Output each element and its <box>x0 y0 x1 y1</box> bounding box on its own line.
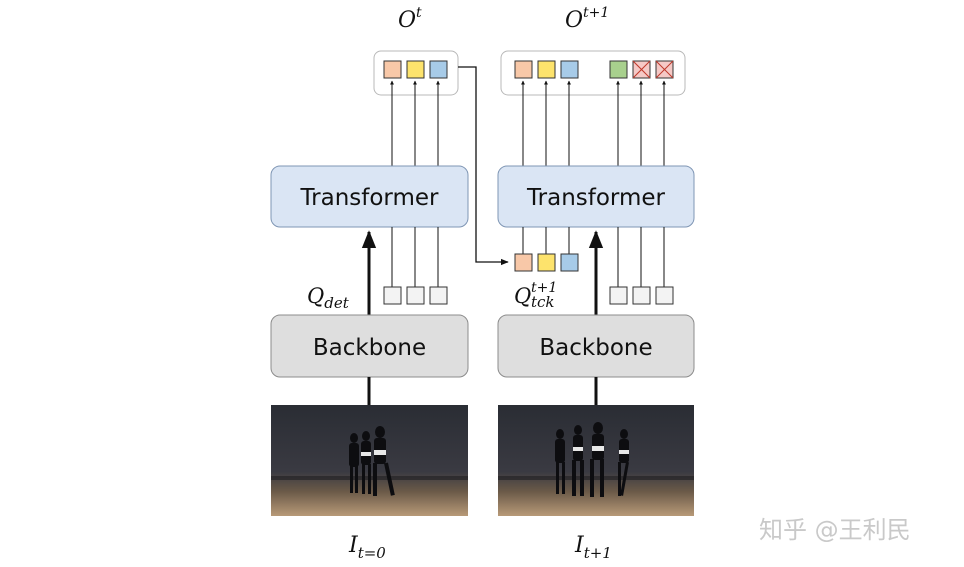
output-token-salmon <box>515 61 532 78</box>
detect-query-token <box>633 287 650 304</box>
backbone-label-t1: Backbone <box>539 335 652 361</box>
output-token-green <box>610 61 627 78</box>
output-label-t: Ot <box>398 5 422 33</box>
output-label-t1: Ot+1 <box>565 5 609 33</box>
image-label-t: It=0 <box>348 533 386 562</box>
track-query-connector <box>458 67 508 262</box>
output-token-blue <box>561 61 578 78</box>
detect-query-token <box>610 287 627 304</box>
track-query-token-salmon <box>515 254 532 271</box>
detect-query-token <box>430 287 447 304</box>
video-frame-t1 <box>498 405 694 516</box>
output-token-salmon <box>384 61 401 78</box>
track-query-token-yellow <box>538 254 555 271</box>
output-tokens-t <box>384 61 447 78</box>
track-query-token-blue <box>561 254 578 271</box>
output-token-yellow <box>407 61 424 78</box>
image-label-t1: It+1 <box>574 533 612 562</box>
query-label-tck-sub: tck <box>531 293 555 311</box>
backbone-label-t: Backbone <box>313 335 426 361</box>
track-query-tokens <box>515 254 578 271</box>
query-label-det: Qdet <box>307 284 350 312</box>
output-token-blue <box>430 61 447 78</box>
transformer-label-t1: Transformer <box>526 185 666 211</box>
video-frame-t <box>271 405 468 516</box>
detect-query-token <box>656 287 673 304</box>
output-token-yellow <box>538 61 555 78</box>
transformer-label-t: Transformer <box>299 185 439 211</box>
detect-query-token <box>384 287 401 304</box>
detect-query-token <box>407 287 424 304</box>
watermark: 知乎 @王利民 <box>759 516 911 544</box>
query-label-tck: Q <box>514 284 531 308</box>
